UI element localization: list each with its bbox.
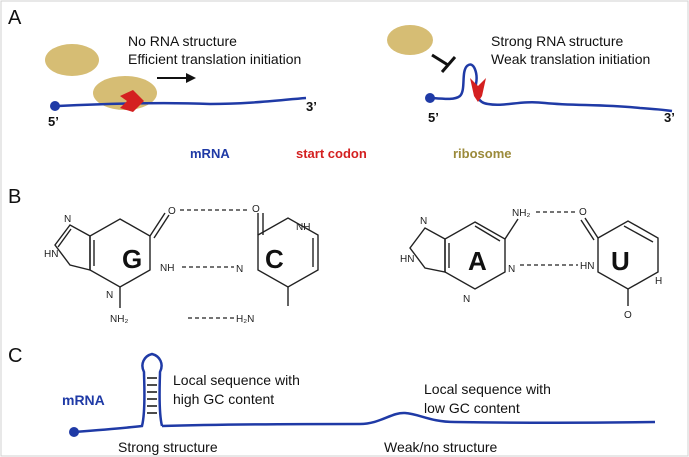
a-atom-n-top: N [420, 216, 427, 227]
right-text-line-2: Weak translation initiation [491, 51, 650, 67]
legend-ribosome: ribosome [453, 146, 512, 161]
right-text-line-1: Strong RNA structure [491, 33, 623, 49]
au-hydrogen-bonds [520, 211, 578, 266]
mrna-5-end-right [425, 93, 435, 103]
a-atom-hn: HN [400, 254, 414, 265]
five-prime-left: 5’ [48, 114, 59, 129]
ribosome-small-left [45, 44, 99, 76]
arrow-head [186, 73, 196, 83]
a-atom-nh2: NH₂ [512, 208, 530, 219]
g-atom-hn: HN [44, 249, 58, 260]
base-c: C [265, 244, 284, 274]
base-u: U [611, 246, 630, 276]
legend-mrna: mRNA [190, 146, 230, 161]
high-gc-line-2: high GC content [173, 391, 274, 407]
start-codon-right [470, 78, 486, 102]
u-atom-h: H [655, 276, 662, 287]
left-text-line-2: Efficient translation initiation [128, 51, 301, 67]
mrna-strand-c [161, 411, 656, 428]
u-atom-hn: HN [580, 261, 594, 272]
uracil-structure [580, 217, 659, 306]
three-prime-right: 3’ [664, 110, 675, 125]
g-atom-n-bottom: N [106, 290, 113, 301]
c-atom-h2n: H₂N [236, 314, 254, 325]
mrna-5-end-left [50, 101, 60, 111]
panel-c-letter: C [8, 345, 22, 367]
low-gc-line-2: low GC content [424, 400, 520, 416]
u-atom-o-top: O [579, 207, 587, 218]
strong-structure-label: Strong structure [118, 439, 218, 455]
low-gc-line-1: Local sequence with [424, 381, 551, 397]
g-atom-nh2: NH₂ [110, 314, 128, 325]
c-atom-nh: NH [296, 222, 310, 233]
stem-loop-structure [73, 352, 164, 434]
c-atom-n: N [236, 264, 243, 275]
left-text-line-1: No RNA structure [128, 33, 237, 49]
stem-base-pairs [147, 377, 157, 414]
gc-hydrogen-bonds [180, 209, 248, 319]
base-a: A [468, 246, 487, 276]
three-prime-left: 3’ [306, 99, 317, 114]
guanine-structure [54, 212, 170, 308]
panel-a-letter: A [8, 7, 22, 29]
five-prime-right: 5’ [428, 110, 439, 125]
mrna-strand-left [57, 96, 307, 108]
inhibition-line [431, 53, 449, 67]
ribosome-blocked-right [387, 25, 433, 55]
adenine-structure [409, 218, 519, 290]
start-codon-left [120, 90, 144, 112]
g-atom-nh: NH [160, 263, 174, 274]
legend-start-codon: start codon [296, 146, 367, 161]
a-atom-n-bottom: N [463, 294, 470, 305]
mrna-5-end-c [69, 427, 79, 437]
u-atom-o-bottom: O [624, 310, 632, 321]
a-atom-n: N [508, 264, 515, 275]
inhibition-bar [440, 56, 457, 73]
base-g: G [122, 244, 142, 274]
high-gc-line-1: Local sequence with [173, 372, 300, 388]
panel-b-letter: B [8, 186, 21, 208]
weak-structure-label: Weak/no structure [384, 439, 498, 455]
g-atom-o: O [168, 206, 176, 217]
mrna-label-c: mRNA [62, 392, 105, 408]
g-atom-n-top: N [64, 214, 71, 225]
c-atom-o: O [252, 204, 260, 215]
cytosine-structure [257, 213, 319, 306]
